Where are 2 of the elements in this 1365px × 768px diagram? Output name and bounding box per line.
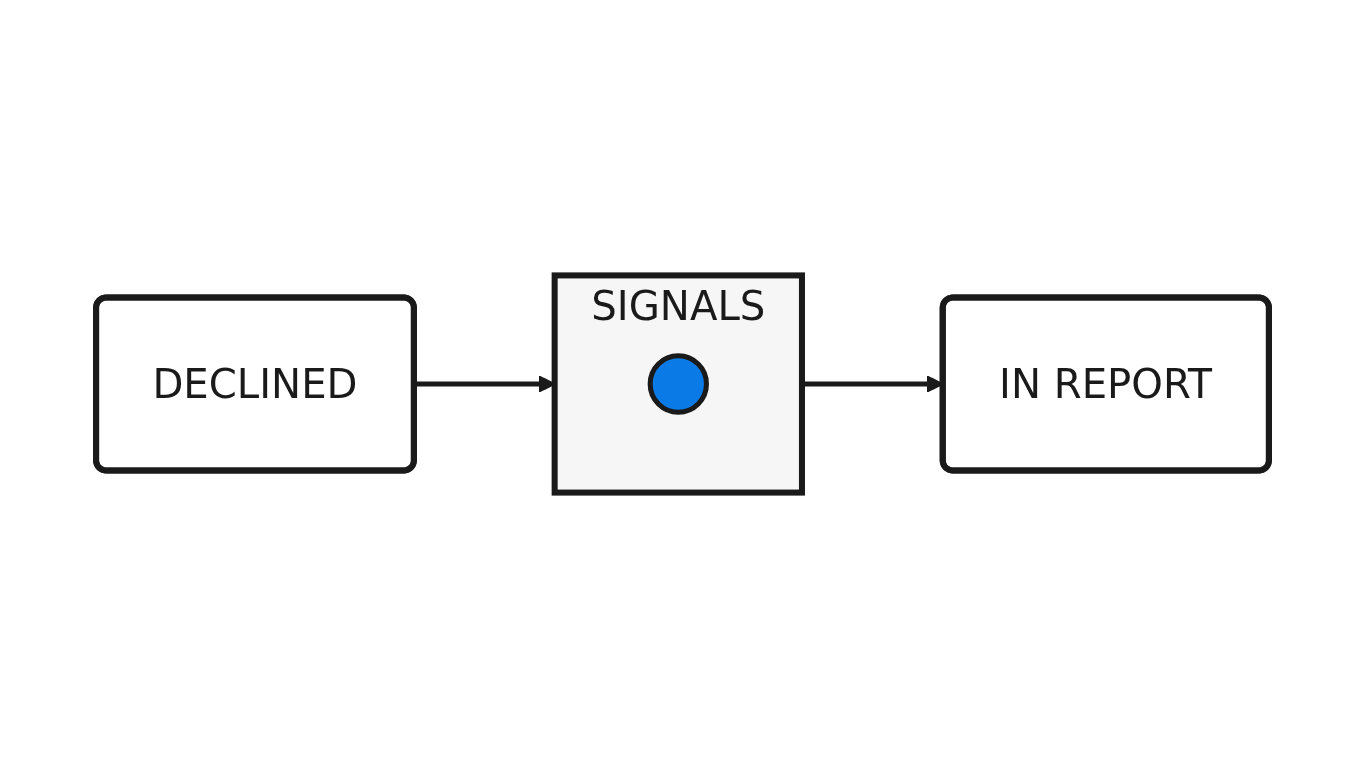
node-circle	[647, 353, 709, 415]
cluster: SIGNALS	[551, 272, 805, 496]
